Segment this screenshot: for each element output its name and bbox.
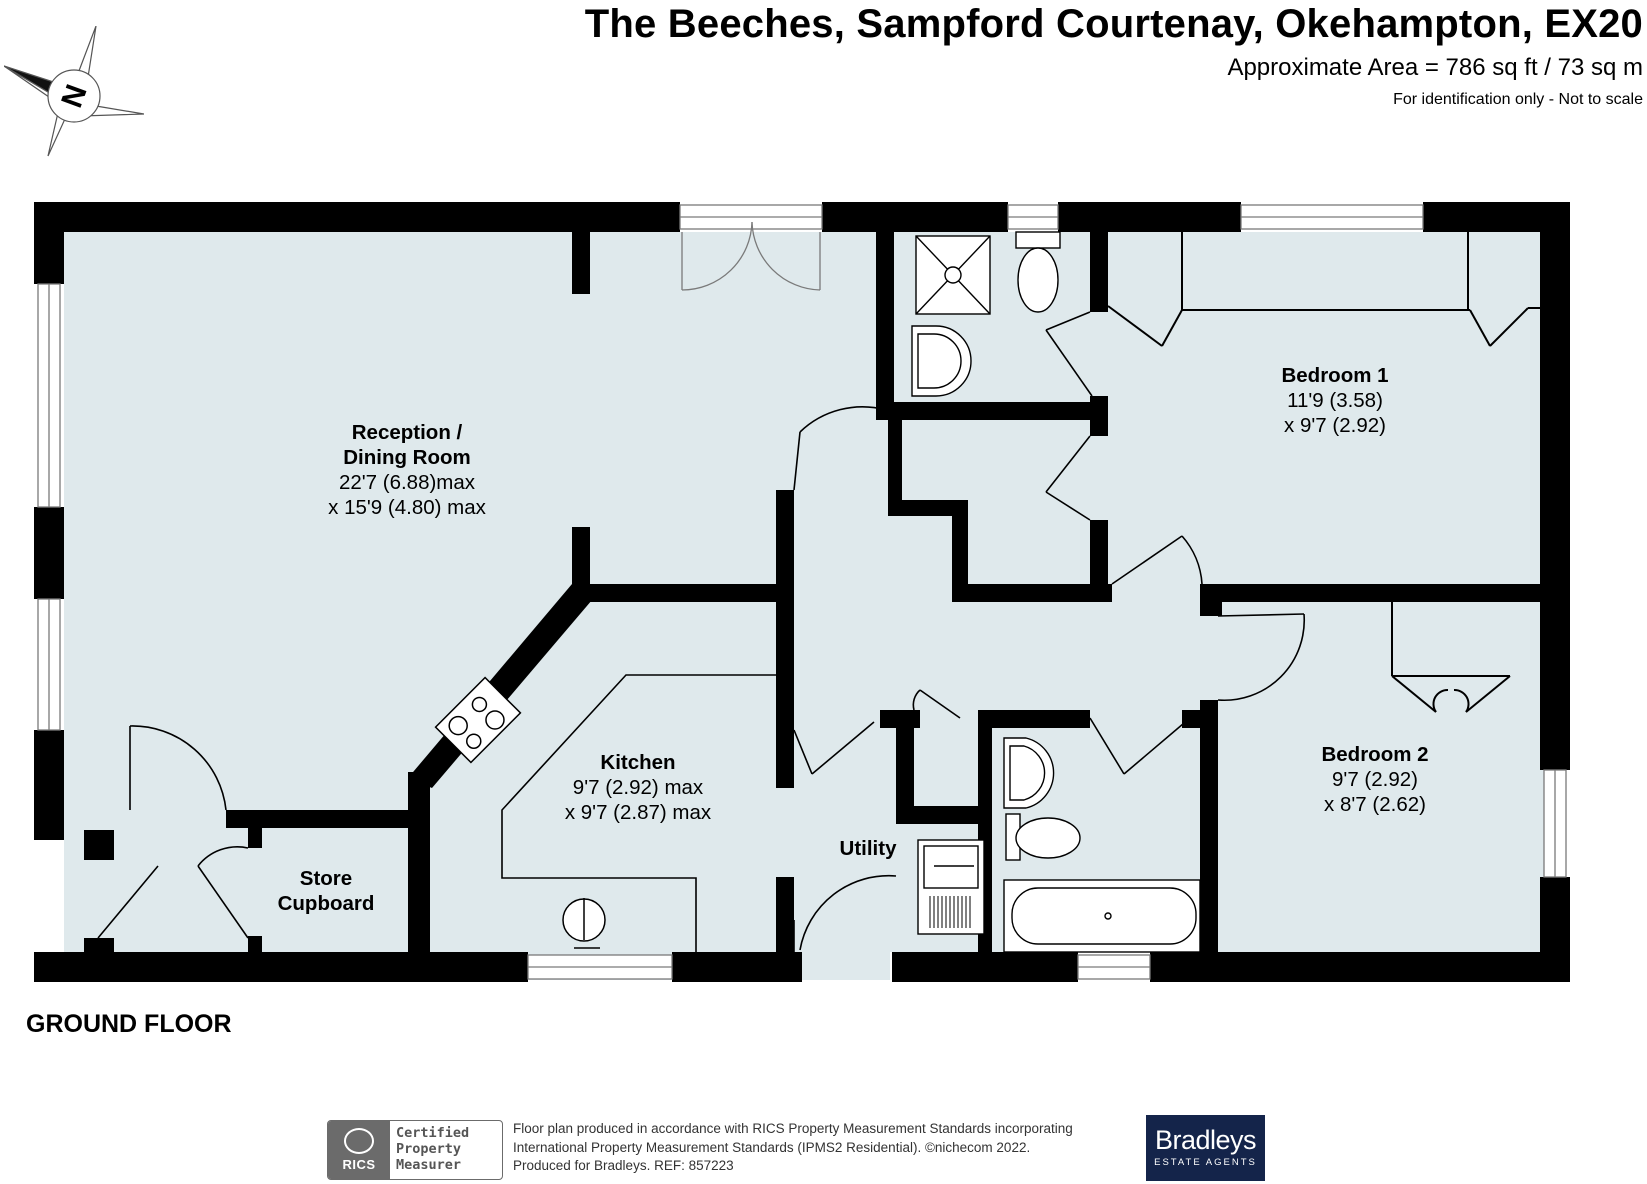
kitchen-sink-icon (562, 898, 606, 949)
rics-certification-text: Certified Property Measurer (390, 1121, 469, 1179)
reception-label: Reception / Dining Room 22'7 (6.88)max x… (328, 420, 486, 520)
kitchen-dimension-1: 9'7 (2.92) max (572, 776, 704, 799)
wardrobes (1107, 232, 1540, 713)
rics-cert-line2: Property (396, 1141, 462, 1157)
bradleys-logo: Bradleys ESTATE AGENTS (1146, 1115, 1265, 1181)
reception-name-line1: Reception / (351, 421, 463, 444)
kitchen-worktop (501, 674, 778, 952)
bedroom2-label: Bedroom 2 9'7 (2.92) x 8'7 (2.62) (1321, 742, 1428, 817)
scale-disclaimer: For identification only - Not to scale (1393, 91, 1643, 108)
bathtub-icon (1003, 879, 1201, 953)
bedroom1-dimension-2: x 9'7 (2.92) (1284, 414, 1386, 437)
bedroom1-dimension-1: 11'9 (3.58) (1287, 389, 1383, 412)
utility-label: Utility (840, 836, 897, 861)
ensuite-basin-icon (911, 325, 972, 397)
bedroom2-dimension-1: 9'7 (2.92) (1332, 768, 1418, 791)
patio-doors (679, 204, 823, 291)
floor-level-label: GROUND FLOOR (26, 1010, 232, 1038)
reception-dimension-1: 22'7 (6.88)max (338, 471, 476, 494)
footer-line2: International Property Measurement Stand… (513, 1139, 1031, 1155)
reception-name-line2: Dining Room (343, 446, 471, 469)
hob-icon (434, 676, 522, 764)
bath-basin-icon (1003, 737, 1055, 809)
store-cupboard-label: Store Cupboard (278, 866, 375, 916)
rics-cert-line3: Measurer (396, 1157, 462, 1173)
reception-dimension-2: x 15'9 (4.80) max (328, 496, 486, 519)
approximate-area: Approximate Area = 786 sq ft / 73 sq m (1227, 54, 1643, 81)
internal-doors (97, 311, 1306, 952)
bedroom1-label: Bedroom 1 11'9 (3.58) x 9'7 (2.92) (1281, 363, 1388, 438)
footer-disclaimer: Floor plan produced in accordance with R… (513, 1120, 1073, 1176)
interior-walls (226, 232, 1540, 954)
windows (37, 204, 1567, 980)
ensuite-toilet-icon (1015, 231, 1061, 313)
bedroom2-dimension-2: x 8'7 (2.62) (1324, 793, 1426, 816)
store-name-line1: Store (299, 867, 353, 890)
utility-name: Utility (839, 837, 897, 860)
utility-sink-icon (917, 839, 985, 935)
kitchen-label: Kitchen 9'7 (2.92) max x 9'7 (2.87) max (565, 750, 711, 825)
shower-tray-icon (915, 235, 991, 315)
rics-certified-badge: RICS Certified Property Measurer (327, 1120, 503, 1180)
store-name-line2: Cupboard (277, 892, 375, 915)
brand-subtitle: ESTATE AGENTS (1154, 1157, 1257, 1168)
kitchen-name: Kitchen (600, 751, 676, 774)
rics-cert-line1: Certified (396, 1125, 470, 1141)
bedroom1-name: Bedroom 1 (1281, 364, 1389, 387)
exterior-walls (34, 202, 1570, 982)
kitchen-dimension-2: x 9'7 (2.87) max (564, 801, 712, 824)
north-compass-icon: N (4, 26, 144, 157)
rics-logo: RICS (328, 1121, 390, 1179)
property-title: The Beeches, Sampford Courtenay, Okehamp… (584, 2, 1643, 46)
footer-line3: Produced for Bradleys. REF: 857223 (513, 1158, 734, 1173)
bedroom2-name: Bedroom 2 (1321, 743, 1429, 766)
rics-lion-icon (344, 1128, 374, 1154)
bath-toilet-icon (1005, 813, 1081, 861)
brand-name: Bradleys (1154, 1125, 1257, 1155)
footer-line1: Floor plan produced in accordance with R… (513, 1121, 1073, 1136)
rics-logo-text: RICS (342, 1157, 376, 1172)
